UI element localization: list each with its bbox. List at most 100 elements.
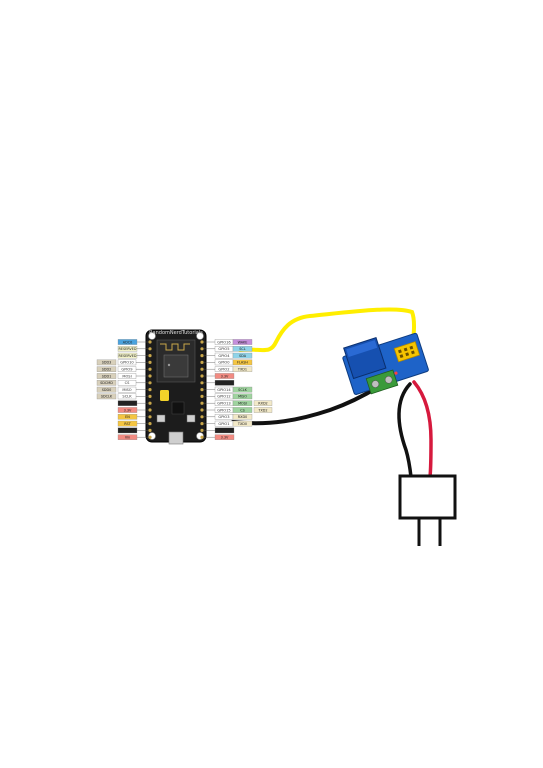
pin-function-label: TXD1: [237, 368, 247, 372]
pin-function-tag: [96, 386, 117, 393]
header-pin: [148, 408, 152, 412]
header-pin: [399, 354, 404, 359]
pin-label: CS: [125, 381, 131, 385]
capacitor: [160, 390, 169, 401]
pin-function-label: WAKE: [238, 340, 248, 344]
usb-port: [168, 431, 184, 445]
header-pin: [200, 415, 204, 419]
pin-label: MISO: [122, 388, 131, 392]
header-pin: [200, 428, 204, 432]
pin-function-tag: [214, 427, 235, 434]
pin-function-label: RST: [124, 422, 132, 426]
header-pin: [148, 388, 152, 392]
pin-function-tag: [117, 427, 138, 434]
header-pin: [405, 352, 410, 357]
pin-function-label: 3.3V: [124, 408, 132, 412]
pin-label: GPIO9: [121, 368, 133, 372]
pin-extra-label: RXD2: [258, 402, 267, 406]
pin-function-label: GND: [124, 402, 132, 406]
pin-function-label: SDD1: [102, 374, 112, 378]
pin-label: GPIO1: [218, 422, 229, 426]
right-header-pins: [200, 340, 204, 439]
header-pin: [200, 347, 204, 351]
pin-function-label: SDD2: [102, 368, 112, 372]
pin-function-label: TXD0: [237, 422, 247, 426]
pin-function-tag: [232, 359, 253, 366]
pin-function-label: EN: [125, 415, 130, 419]
header-pin: [148, 354, 152, 358]
pin-label: GPIO12: [217, 395, 230, 399]
relay-led: [394, 371, 398, 375]
header-pin: [148, 374, 152, 378]
pin-function-label: SDA: [239, 354, 247, 358]
pin-function-tag: [96, 359, 117, 366]
header-pin: [148, 367, 152, 371]
terminal-screw: [384, 375, 393, 384]
pin-label: GPIO4: [218, 354, 230, 358]
header-pin: [148, 415, 152, 419]
relay-module: [342, 332, 429, 395]
pin-label: GPIO3: [218, 415, 229, 419]
pin-label: GPIO10: [120, 361, 134, 365]
pin-label: GPIO13: [217, 402, 230, 406]
mount-hole: [148, 332, 156, 340]
pin-function-label: MOSI: [238, 402, 247, 406]
pin-function-label: RESERVED: [118, 347, 136, 351]
pin-label: GPIO2: [218, 368, 229, 372]
header-pin: [200, 408, 204, 412]
pin-label: GPIO0: [218, 361, 230, 365]
antenna-trace: [160, 343, 190, 351]
pin-function-tag: [117, 420, 138, 427]
pin-function-label: 3.3V: [221, 374, 229, 378]
header-pin: [148, 435, 152, 439]
led-dot: [167, 363, 171, 367]
pin-function-label: SDD3: [102, 361, 112, 365]
pin-function-label: GND: [221, 429, 229, 433]
pin-function-label: Vin: [125, 436, 130, 440]
header-pin: [148, 340, 152, 344]
pin-function-tag: [232, 346, 253, 352]
plug-body: [398, 474, 457, 520]
pin-function-label: SDCLK: [101, 395, 113, 399]
pin-function-tag: [232, 386, 253, 393]
pin-label: MOSI: [122, 374, 131, 378]
header-pin: [148, 428, 152, 432]
power-plug: [398, 474, 457, 546]
pin-extra-tag: [253, 400, 273, 406]
header-pin: [200, 360, 204, 364]
pin-label: GPIO5: [218, 347, 229, 351]
header-pin: [200, 381, 204, 385]
pin-function-tag: [117, 434, 138, 440]
pin-extra-tag: [253, 407, 273, 413]
pin-function-label: GND: [221, 381, 229, 385]
pin-function-tag: [117, 414, 138, 420]
header-pin: [200, 354, 204, 358]
header-pin: [200, 340, 204, 344]
pin-function-label: RXD0: [238, 415, 247, 419]
pin-function-tag: [214, 434, 235, 440]
pin-function-label: FLASH: [237, 361, 248, 365]
pin-function-tag: [232, 393, 253, 400]
pin-function-tag: [214, 380, 235, 386]
header-pin: [148, 360, 152, 364]
header-pin: [148, 422, 152, 426]
mount-hole: [196, 332, 204, 340]
ground-wire: [231, 385, 380, 426]
pin-label: GPIO14: [217, 388, 231, 392]
header-pin: [148, 347, 152, 351]
pin-function-tag: [232, 420, 253, 427]
flash-button: [156, 414, 166, 423]
pin-function-label: SCLK: [238, 388, 247, 392]
header-pin: [398, 349, 402, 354]
wifi-shield: [163, 354, 189, 378]
header-pin: [200, 435, 204, 439]
terminal-screw: [371, 380, 380, 388]
pin-function-tag: [232, 414, 253, 420]
usb-uart-chip: [171, 401, 185, 415]
header-pin: [148, 381, 152, 385]
pin-function-tag: [96, 373, 117, 379]
header-pin: [411, 350, 415, 355]
pin-function-label: CS: [240, 408, 245, 412]
pin-label: GPIO16: [217, 340, 231, 344]
live-wire: [412, 380, 433, 479]
